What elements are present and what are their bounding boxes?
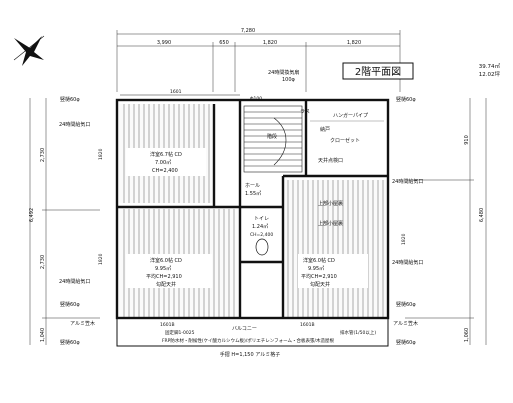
top-dimensions: 7,280 3,990 650 1,820 1,820 bbox=[116, 28, 401, 92]
rail-right: 1601B bbox=[300, 322, 315, 328]
vent-right-2: 24時間給気口 bbox=[392, 259, 423, 266]
coping-left: アルミ笠木 bbox=[70, 320, 95, 327]
room3-ceiling: 平均CH=2,910 bbox=[301, 273, 337, 280]
hall-floor: 1.55㎡ bbox=[245, 190, 261, 197]
drain-code: 固定脚1-0025 bbox=[165, 329, 195, 336]
dim-left-bottom: 1,040 bbox=[40, 328, 46, 342]
toilet-bowl-icon bbox=[255, 238, 269, 256]
toilet-room: トイレ 1.24㎡ CH=2,400 bbox=[244, 211, 280, 259]
room3-text: 洋室6.0帖 CD 9.95㎡ 平均CH=2,910 勾配天井 bbox=[298, 254, 368, 288]
dim-top-seg3: 1,820 bbox=[263, 40, 277, 46]
handrail-spec: 手摺 H=1,150 アルミ格子 bbox=[220, 351, 280, 358]
right-dimensions: 6,480 910 1,060 bbox=[405, 98, 487, 345]
dim-left-upper: 2,730 bbox=[40, 148, 46, 162]
downspout-tr: 竪樋60φ bbox=[396, 96, 416, 103]
vent-left-2: 24時間給気口 bbox=[59, 278, 90, 285]
floor-boards-room3 bbox=[283, 180, 386, 318]
dim-top-seg4: 1,820 bbox=[347, 40, 361, 46]
plan-title: 2階平面図 bbox=[355, 66, 401, 78]
room1-name: 洋室6.7帖 CD bbox=[150, 151, 182, 158]
coping-right: アルミ笠木 bbox=[393, 320, 418, 327]
dim-top-total: 7,280 bbox=[241, 28, 255, 34]
toilet-name: トイレ bbox=[254, 216, 269, 222]
room2-floor: 9.95㎡ bbox=[155, 265, 171, 272]
dim-right-bottom: 1,060 bbox=[464, 328, 470, 342]
room2-name: 洋室6.0帖 CD bbox=[150, 257, 182, 264]
vent-top-line2: 100φ bbox=[282, 77, 296, 83]
room3-name: 洋室6.0帖 CD bbox=[303, 257, 335, 264]
dim-top-seg1: 3,990 bbox=[157, 40, 171, 46]
room1-text: 洋室6.7帖 CD 7.00㎡ CH=2,400 bbox=[126, 148, 206, 176]
dim-inner-lower-left: 1820 bbox=[98, 253, 104, 265]
title-box: 2階平面図 bbox=[342, 62, 414, 80]
area-sqm: 39.74㎡ bbox=[479, 62, 501, 70]
hanger-label: ハンガーパイプ bbox=[333, 112, 368, 119]
downspout-bl: 竪樋60φ bbox=[60, 339, 80, 346]
balcony-name: バルコニー bbox=[232, 326, 257, 332]
dim-top-seg2: 650 bbox=[219, 40, 229, 46]
downspout-tl: 竪樋60φ bbox=[60, 96, 80, 103]
attic-label-2: 上部小屋裏 bbox=[318, 220, 343, 227]
vent-left-1: 24時間給気口 bbox=[59, 121, 90, 128]
shelf-label: 天井点検口 bbox=[318, 157, 343, 164]
stair-label: 階段 bbox=[267, 133, 277, 140]
stair: 階段 ラスワ bbox=[243, 105, 315, 173]
room2-note: 勾配天井 bbox=[156, 281, 176, 288]
floor-spec: FRP防水材・耐候性(ケイ酸カルシウム板)/ポリエチレンフォーム・合板表張/木造… bbox=[162, 337, 335, 344]
downspout-mr: 竪樋60φ bbox=[396, 301, 416, 308]
vent-right-1: 24時間給気口 bbox=[392, 178, 423, 185]
dim-right-upper: 910 bbox=[464, 135, 470, 145]
downspout-br: 竪樋60φ bbox=[396, 339, 416, 346]
closet-sub: クローゼット bbox=[330, 137, 360, 144]
rail-left: 1601B bbox=[160, 322, 175, 328]
toilet-floor: 1.24㎡ bbox=[252, 223, 268, 230]
room3-floor: 9.95㎡ bbox=[308, 265, 324, 272]
rail-top: 1601 bbox=[170, 89, 182, 95]
dim-left-total: 6,492 bbox=[29, 208, 35, 222]
room3-note: 勾配天井 bbox=[310, 281, 330, 288]
area-tsubo: 12.02坪 bbox=[479, 70, 501, 78]
drain-slope: 排水管(1/50以上) bbox=[340, 329, 376, 336]
closet-name: 納戸 bbox=[320, 126, 330, 133]
toilet-ceiling: CH=2,400 bbox=[250, 232, 273, 238]
north-arrow-icon bbox=[13, 35, 45, 66]
dim-inner-right: 1820 bbox=[401, 233, 407, 245]
closet-area: ハンガーパイプ 納戸 クローゼット 天井点検口 bbox=[310, 104, 384, 172]
room1-ceiling: CH=2,400 bbox=[152, 168, 178, 174]
dim-inner-upper-left: 1820 bbox=[98, 148, 104, 160]
left-dimensions: 6,492 2,730 2,730 1,040 bbox=[29, 98, 100, 345]
room2-text: 洋室6.0帖 CD 9.95㎡ 平均CH=2,910 勾配天井 bbox=[126, 254, 212, 288]
dim-right-total: 6,480 bbox=[479, 208, 485, 222]
downspout-ml: 竪樋60φ bbox=[60, 301, 80, 308]
vent-top-line1: 24時間換気扇 bbox=[268, 69, 299, 76]
room1-floor: 7.00㎡ bbox=[155, 159, 171, 166]
room2-ceiling: 平均CH=2,910 bbox=[146, 273, 182, 280]
attic-label-1: 上部小屋裏 bbox=[318, 200, 343, 207]
balcony: 1601B 1601B バルコニー 固定脚1-0025 排水管(1/50以上) … bbox=[116, 317, 389, 347]
stair-note: ラスワ bbox=[300, 109, 315, 115]
hall-name: ホール bbox=[245, 183, 260, 189]
dim-left-lower: 2,730 bbox=[40, 255, 46, 269]
